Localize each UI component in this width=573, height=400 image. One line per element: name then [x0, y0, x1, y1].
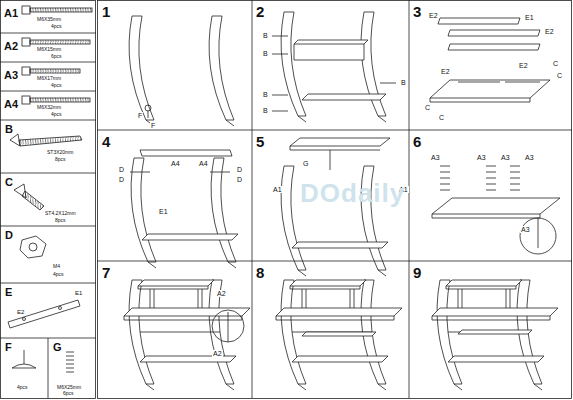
callout-label: E2: [16, 309, 25, 315]
callout-label: C: [438, 114, 445, 121]
spec-text: 4pcs: [50, 24, 63, 29]
spec-text: 4pcs: [16, 385, 29, 390]
spec-text: M4: [52, 264, 61, 269]
spec-text: ST4.2X12mm: [44, 211, 77, 216]
step-number: 4: [102, 134, 110, 149]
callout-label: A2: [216, 290, 227, 297]
callout-label: A3: [524, 154, 535, 161]
spec-text: 4pcs: [50, 83, 63, 88]
callout-label: E2: [440, 68, 451, 75]
callout-label: A4: [198, 160, 209, 167]
step-number: 6: [413, 134, 421, 149]
callout-label: D: [236, 166, 243, 173]
part-letter: D: [4, 230, 14, 241]
step-number: 3: [413, 4, 421, 19]
part-letter: A3: [3, 70, 19, 81]
part-letter: A1: [3, 8, 19, 19]
callout-label: B: [400, 79, 407, 86]
callout-label: E2: [544, 28, 555, 35]
part-letter: A4: [3, 99, 19, 110]
callout-label: E1: [74, 290, 83, 296]
callout-label: A3: [520, 226, 531, 233]
callout-label: A3: [430, 154, 441, 161]
spec-text: 6pcs: [62, 391, 75, 396]
spec-text: ST3X20mm: [46, 150, 74, 155]
callout-label: A3: [476, 154, 487, 161]
callout-label: B: [262, 91, 269, 98]
callout-label: B: [262, 50, 269, 57]
spec-text: 8pcs: [54, 218, 67, 223]
spec-text: M6X17mm: [36, 76, 62, 81]
spec-text: 8pcs: [54, 157, 67, 162]
callout-label: E2: [518, 62, 529, 69]
step-number: 5: [256, 134, 264, 149]
part-letter: G: [52, 342, 63, 353]
callout-label: A1: [272, 186, 283, 193]
part-letter: F: [4, 342, 13, 353]
callout-label: D: [118, 176, 125, 183]
callout-label: A3: [500, 154, 511, 161]
step-number: 9: [413, 265, 421, 280]
callout-label: B: [262, 107, 269, 114]
part-letter: C: [4, 177, 14, 188]
callout-label: E1: [158, 208, 169, 215]
watermark: DOdaily: [300, 180, 405, 206]
step-number: 8: [256, 265, 264, 280]
callout-label: A4: [170, 160, 181, 167]
spec-text: M6X35mm: [36, 17, 62, 22]
part-letter: A2: [3, 41, 19, 52]
step-number: 1: [102, 4, 110, 19]
callout-label: C: [424, 104, 431, 111]
spec-text: M6X15mm: [36, 47, 62, 52]
step-number: 7: [102, 265, 110, 280]
spec-text: M6X32mm: [36, 105, 62, 110]
callout-label: A2: [212, 350, 223, 357]
callout-label: D: [236, 176, 243, 183]
callout-label: F: [150, 122, 156, 129]
callout-label: C: [556, 72, 563, 79]
spec-text: M6X25mm: [56, 385, 82, 390]
callout-label: B: [262, 32, 269, 39]
spec-text: 6pcs: [50, 54, 63, 59]
step-number: 2: [256, 4, 264, 19]
spec-text: 4pcs: [52, 272, 65, 277]
part-letter: E: [4, 287, 13, 298]
callout-label: G: [302, 160, 309, 167]
callout-label: F: [137, 112, 143, 119]
callout-label: E1: [524, 14, 535, 21]
callout-label: E2: [428, 12, 439, 19]
spec-text: 4pcs: [50, 112, 63, 117]
part-letter: B: [4, 124, 14, 135]
callout-label: D: [118, 166, 125, 173]
callout-label: C: [552, 60, 559, 67]
